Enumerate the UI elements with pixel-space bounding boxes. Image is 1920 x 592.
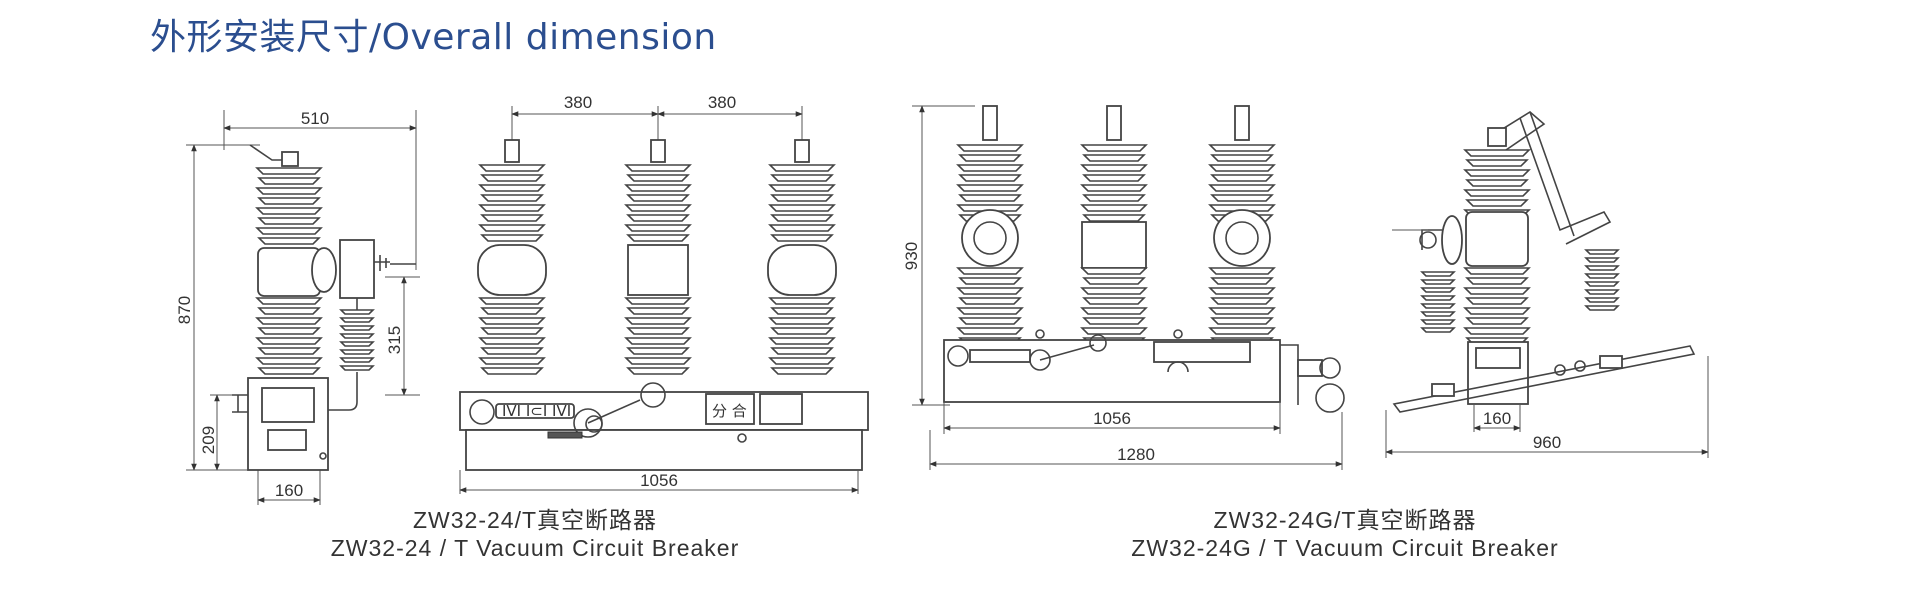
dim-380-b: 380	[708, 93, 736, 112]
left-side-view: 510 870 209 315 160	[175, 109, 420, 505]
caption-left-cn: ZW32-24/T真空断路器	[413, 507, 657, 533]
svg-text:IVI I⊂I IVI: IVI I⊂I IVI	[502, 402, 571, 420]
dim-160-right: 160	[1483, 409, 1511, 428]
dim-1056-left: 1056	[640, 471, 678, 490]
dim-380-a: 380	[564, 93, 592, 112]
dim-510: 510	[301, 109, 329, 128]
caption-right-en: ZW32-24G / T Vacuum Circuit Breaker	[1131, 535, 1558, 561]
page-title: 外形安装尺寸/Overall dimension	[150, 17, 717, 58]
right-front-view: 930	[902, 105, 1345, 470]
dim-209: 209	[199, 426, 218, 454]
dim-1280: 1280	[1117, 445, 1155, 464]
dim-930: 930	[902, 242, 921, 270]
dim-315: 315	[385, 326, 404, 354]
dim-160-left: 160	[275, 481, 303, 500]
dim-1056-right: 1056	[1093, 409, 1131, 428]
dim-960: 960	[1533, 433, 1561, 452]
left-front-view: 380 380 IVI I⊂I IVI	[459, 93, 869, 494]
caption-left-en: ZW32-24 / T Vacuum Circuit Breaker	[331, 535, 740, 561]
caption-right-cn: ZW32-24G/T真空断路器	[1214, 507, 1477, 533]
dim-870: 870	[175, 296, 194, 324]
panel-label: 分 合	[712, 402, 747, 420]
right-side-view: 160 960	[1385, 111, 1709, 458]
